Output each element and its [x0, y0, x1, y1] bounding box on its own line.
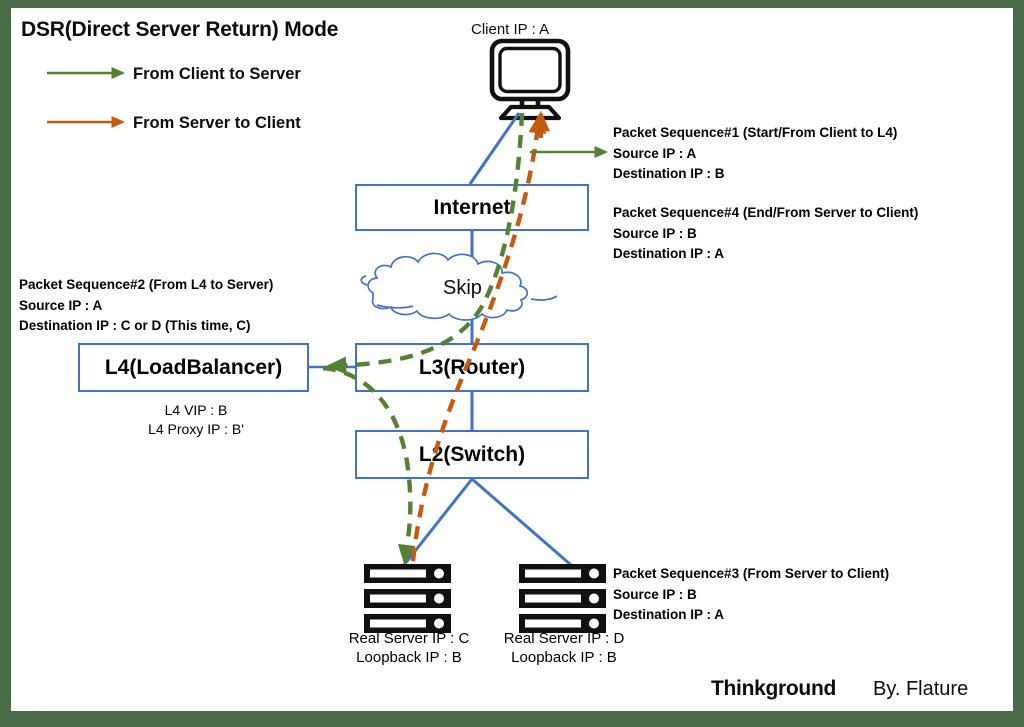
node-l3-label: L3(Router)	[418, 355, 526, 379]
server-2-labels: Real Server IP : D Loopback IP : B	[479, 629, 649, 667]
link-l2-to-server2	[471, 477, 572, 567]
server-2-real-ip: Real Server IP : D	[503, 630, 625, 647]
annotation-seq1-heading: Packet Sequence#1 (Start/From Client to …	[613, 125, 898, 140]
legend-arrows-layer	[47, 67, 126, 128]
server-rack-icon[interactable]	[364, 564, 451, 633]
l4-proxy-ip-label: L4 Proxy IP : B'	[148, 421, 244, 437]
annotation-seq3-heading: Packet Sequence#3 (From Server to Client…	[613, 566, 890, 581]
node-l3-router[interactable]: L3(Router)	[355, 343, 589, 392]
node-l2-label: L2(Switch)	[418, 442, 526, 466]
flow-arrows-layer	[322, 110, 609, 566]
flow-server-to-client-orange	[410, 112, 547, 562]
annotation-seq4: Packet Sequence#4 (End/From Server to Cl…	[613, 203, 918, 265]
flow-l4-to-server-green	[322, 365, 416, 566]
l4-vip-label: L4 VIP : B	[164, 402, 228, 418]
annotation-seq4-heading: Packet Sequence#4 (End/From Server to Cl…	[613, 205, 919, 220]
annotation-seq4-source: Source IP : B	[613, 225, 697, 241]
server-1-loopback-ip: Loopback IP : B	[356, 649, 462, 666]
node-l2-switch[interactable]: L2(Switch)	[355, 430, 589, 479]
l4-details: L4 VIP : B L4 Proxy IP : B'	[136, 401, 256, 439]
footer-author: By. Flature	[873, 678, 969, 700]
monitor-icon	[489, 38, 571, 121]
annotation-seq4-destination: Destination IP : A	[613, 246, 725, 261]
diagram-canvas: DSR(Direct Server Return) Mode	[11, 8, 1013, 711]
annotation-seq3-destination: Destination IP : A	[613, 607, 725, 622]
link-client-to-internet	[468, 112, 521, 185]
annotation-seq3-source: Source IP : B	[613, 586, 697, 602]
annotation-seq2-destination: Destination IP : C or D (This time, C)	[19, 318, 251, 333]
server-1-real-ip: Real Server IP : C	[348, 630, 470, 647]
client-monitor-layer	[489, 38, 571, 121]
annotation-seq3: Packet Sequence#3 (From Server to Client…	[613, 564, 889, 626]
legend-label-server-to-client: From Server to Client	[133, 114, 301, 132]
annotation-seq1-source: Source IP : A	[613, 145, 697, 161]
page-title: DSR(Direct Server Return) Mode	[21, 18, 339, 41]
server-1-labels: Real Server IP : C Loopback IP : B	[324, 629, 494, 667]
annotation-seq2-source: Source IP : A	[19, 297, 103, 313]
annotation-seq2-heading: Packet Sequence#2 (From L4 to Server)	[19, 277, 274, 292]
node-internet[interactable]: Internet	[355, 184, 589, 231]
node-l4-loadbalancer[interactable]: L4(LoadBalancer)	[78, 343, 309, 392]
annotation-seq2: Packet Sequence#2 (From L4 to Server) So…	[19, 275, 273, 337]
cloud-skip-label: Skip	[443, 277, 482, 299]
footer-brand: Thinkground	[711, 677, 837, 700]
annotation-seq1-destination: Destination IP : B	[613, 166, 725, 181]
cloud-icon	[360, 252, 558, 321]
server-racks-layer	[364, 564, 606, 633]
node-internet-label: Internet	[433, 195, 511, 219]
flow-client-to-l4-green	[325, 112, 525, 375]
server-rack-icon[interactable]	[519, 564, 606, 633]
legend-label-client-to-server: From Client to Server	[133, 65, 301, 83]
server-2-loopback-ip: Loopback IP : B	[511, 649, 617, 666]
node-l4-label: L4(LoadBalancer)	[104, 355, 283, 379]
client-ip-label: Client IP : A	[471, 21, 550, 38]
annotation-seq1: Packet Sequence#1 (Start/From Client to …	[613, 123, 897, 185]
